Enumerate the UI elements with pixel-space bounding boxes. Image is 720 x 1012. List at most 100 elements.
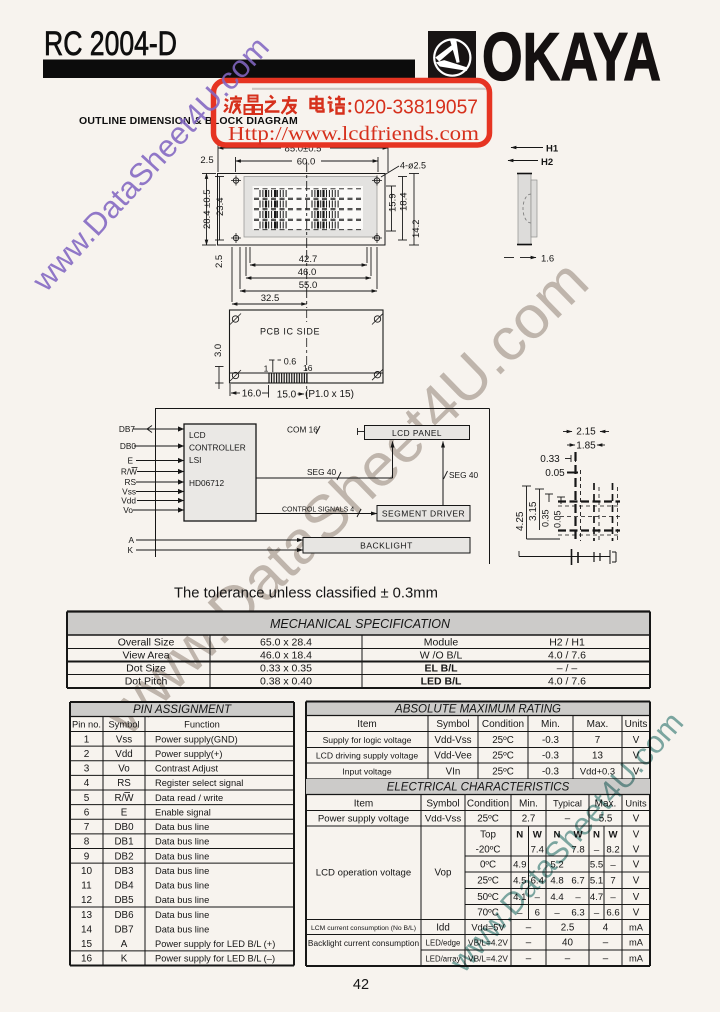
svg-text:9: 9 [84, 851, 90, 862]
svg-text:OUTLINE DIMENSION & BLOCK DIA: OUTLINE DIMENSION & BLOCK DIAGRAM [79, 115, 298, 127]
svg-text:46.0 x 18.4: 46.0 x 18.4 [260, 650, 312, 662]
svg-text:-0.3: -0.3 [542, 735, 559, 746]
svg-text:K: K [127, 545, 133, 555]
svg-text:Vdd-Vss: Vdd-Vss [425, 814, 461, 825]
svg-text:6.3: 6.3 [571, 907, 584, 918]
svg-text:V: V [633, 766, 640, 777]
svg-text:–: – [526, 953, 532, 964]
svg-text:Power supply(GND): Power supply(GND) [155, 734, 238, 744]
svg-text:DB5: DB5 [114, 895, 134, 906]
svg-text:LCD PANEL: LCD PANEL [392, 428, 442, 438]
svg-text:0.33 x 0.35: 0.33 x 0.35 [260, 663, 312, 675]
svg-text:4: 4 [84, 778, 90, 789]
svg-text:V: V [633, 907, 640, 918]
svg-text:PCB IC SIDE: PCB IC SIDE [260, 327, 320, 337]
svg-text:18.4: 18.4 [399, 193, 410, 212]
svg-text:5.5: 5.5 [590, 860, 603, 871]
svg-text:Contrast Adjust: Contrast Adjust [155, 764, 218, 774]
svg-text:Vop: Vop [435, 868, 452, 879]
svg-text:Vdd+0.3: Vdd+0.3 [580, 765, 615, 776]
svg-text:15: 15 [81, 939, 93, 950]
svg-text:– / –: – / – [557, 663, 578, 675]
svg-text:ELECTRICAL CHARACTERISTICS: ELECTRICAL CHARACTERISTICS [387, 782, 570, 794]
svg-text:V: V [633, 751, 640, 762]
svg-text:Vss: Vss [116, 734, 132, 745]
svg-text:Dot Size: Dot Size [126, 663, 166, 675]
svg-text:4: 4 [603, 922, 609, 933]
svg-text:E: E [127, 456, 133, 466]
svg-text:LED B/L: LED B/L [421, 676, 462, 688]
svg-text:70ºC: 70ºC [477, 907, 499, 918]
svg-text:2.5: 2.5 [200, 155, 213, 166]
svg-text:Power supply for LED B/L (+): Power supply for LED B/L (+) [155, 939, 275, 949]
svg-text:15.0: 15.0 [277, 390, 297, 401]
svg-text:2.5: 2.5 [214, 255, 225, 268]
svg-text:DB7: DB7 [114, 924, 133, 935]
svg-text:Max.: Max. [587, 719, 609, 730]
svg-text:12: 12 [81, 895, 93, 906]
svg-text:W: W [533, 830, 543, 841]
svg-text:VB/L=4.2V: VB/L=4.2V [468, 938, 508, 948]
svg-text:H1: H1 [546, 144, 559, 155]
svg-text:Backlight current consumption: Backlight current consumption [308, 938, 420, 948]
svg-text:46.0: 46.0 [298, 267, 317, 278]
svg-text:7.4: 7.4 [531, 845, 545, 856]
svg-text:Register select signal: Register select signal [155, 778, 243, 788]
svg-text:16: 16 [81, 954, 93, 965]
svg-text:LED/edge: LED/edge [426, 939, 461, 948]
svg-text:Power supply(+): Power supply(+) [155, 749, 222, 759]
svg-text:Data bus line: Data bus line [155, 837, 209, 847]
svg-text:25ºC: 25ºC [492, 766, 514, 777]
svg-text:H2 / H1: H2 / H1 [549, 637, 585, 649]
svg-text:Data bus line: Data bus line [155, 851, 209, 861]
svg-text:Http://www.lcdfriends.com: Http://www.lcdfriends.com [228, 123, 479, 145]
svg-text:BACKLIGHT: BACKLIGHT [360, 541, 413, 551]
svg-text:V: V [633, 876, 640, 887]
svg-text:View Area: View Area [122, 650, 169, 662]
svg-text:ABSOLUTE MAXIMUM RATING: ABSOLUTE MAXIMUM RATING [394, 704, 561, 716]
svg-text:Max.: Max. [595, 799, 617, 810]
svg-text:5.1: 5.1 [590, 876, 603, 887]
svg-text:0.33: 0.33 [540, 454, 560, 465]
svg-text:The tolerance unless classi: The tolerance unless classified ± 0.3mm [174, 586, 438, 602]
svg-text:32.5: 32.5 [261, 293, 280, 304]
svg-text:–: – [565, 814, 571, 825]
svg-text:Pin no.: Pin no. [72, 720, 101, 730]
svg-text:7: 7 [84, 822, 90, 833]
svg-text:Data bus line: Data bus line [155, 822, 209, 832]
svg-text:V: V [633, 892, 640, 903]
svg-text:Data bus line: Data bus line [155, 895, 209, 905]
svg-text:DB2: DB2 [114, 851, 133, 862]
svg-text:–: – [594, 845, 600, 856]
svg-text:Symbol: Symbol [108, 720, 139, 730]
svg-text:6.6: 6.6 [606, 907, 619, 918]
svg-text:–: – [610, 860, 616, 871]
svg-text:Vdd-Vss: Vdd-Vss [434, 735, 471, 746]
svg-text:–: – [517, 907, 523, 918]
svg-text:RC 2004-D: RC 2004-D [44, 25, 177, 63]
svg-text:0.35: 0.35 [541, 509, 551, 527]
svg-text:CONTROL SIGNALS 4: CONTROL SIGNALS 4 [282, 507, 354, 514]
svg-text:4.1: 4.1 [513, 892, 526, 903]
svg-text:7: 7 [595, 735, 600, 746]
svg-text:Vo: Vo [123, 505, 133, 515]
svg-text:–: – [535, 892, 541, 903]
svg-text:Vdd: Vdd [121, 496, 136, 506]
svg-text:Function: Function [184, 720, 220, 730]
svg-text:60.0: 60.0 [297, 157, 316, 168]
svg-text:W: W [608, 830, 618, 841]
svg-text:N: N [516, 830, 523, 841]
svg-text:mA: mA [629, 938, 644, 948]
svg-text:mA: mA [629, 953, 644, 963]
svg-text:16.0: 16.0 [242, 389, 262, 400]
svg-text:8.2: 8.2 [606, 845, 619, 856]
svg-text:DB0: DB0 [120, 441, 137, 451]
svg-text:–: – [594, 907, 600, 918]
svg-text:13: 13 [81, 910, 93, 921]
svg-text:V: V [633, 845, 640, 856]
svg-text:42.7: 42.7 [299, 254, 318, 265]
svg-text:2: 2 [84, 749, 90, 760]
svg-text:14: 14 [81, 924, 93, 935]
svg-text:H2: H2 [541, 157, 553, 168]
svg-text:50ºC: 50ºC [477, 892, 499, 903]
